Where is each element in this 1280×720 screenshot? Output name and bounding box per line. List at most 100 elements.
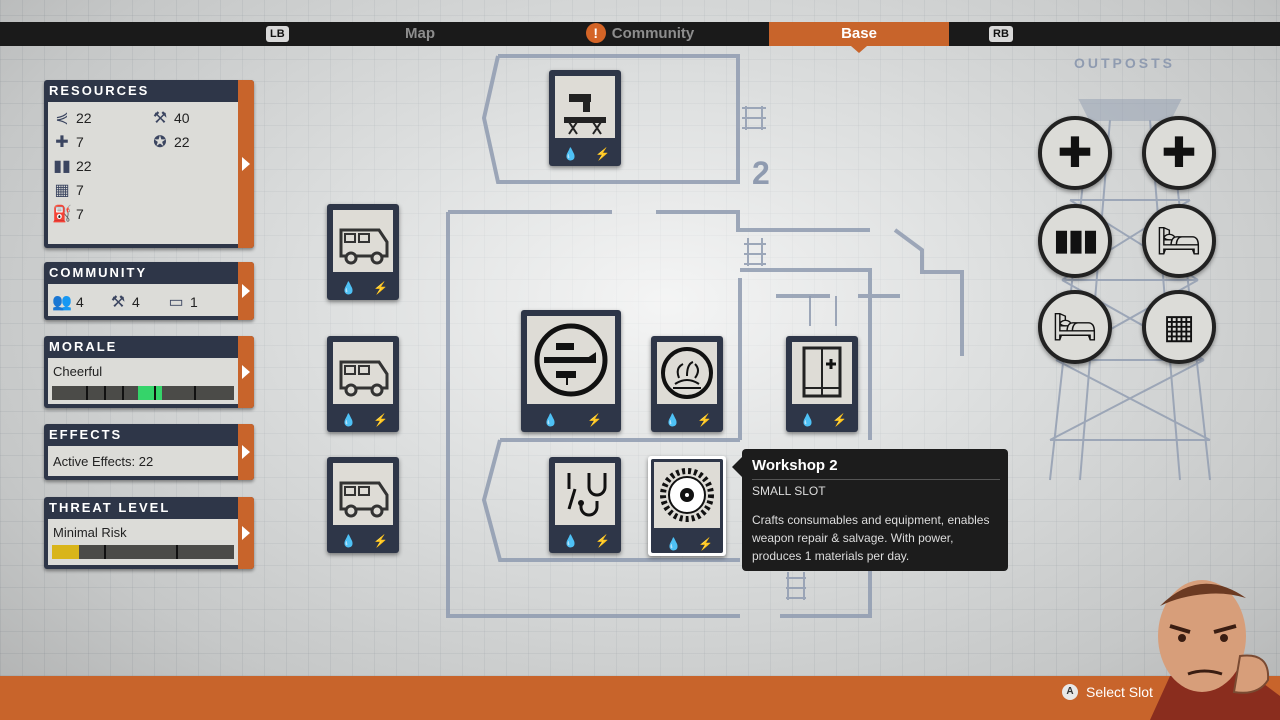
outpost-slot-medical-2[interactable]: ✚: [1142, 116, 1216, 190]
outpost-slot-bed-2[interactable]: 🛏: [1038, 290, 1112, 364]
lightning-icon: ⚡: [697, 413, 712, 427]
vehicle-icon: [333, 210, 393, 272]
lightning-icon: ⚡: [595, 147, 610, 161]
threat-level-panel[interactable]: THREAT LEVEL Minimal Risk: [44, 497, 254, 569]
outpost-slot-bed-1[interactable]: 🛏: [1142, 204, 1216, 278]
community-panel[interactable]: COMMUNITY 👥4 ⚒4 ▭1: [44, 262, 254, 320]
survivor-portrait: [1150, 580, 1280, 720]
water-drop-icon: 💧: [800, 413, 815, 427]
morale-meter: [52, 386, 234, 400]
tab-community[interactable]: ! Community: [560, 22, 720, 46]
slot-workshop-selected[interactable]: 💧⚡: [648, 456, 726, 556]
armory-icon: [555, 76, 615, 138]
medicine-count: 7: [76, 134, 84, 150]
outpost-slot-materials[interactable]: ▦: [1142, 290, 1216, 364]
medicine-icon: ✚: [55, 134, 69, 151]
ammo-icon: ▮▮▮: [1053, 224, 1099, 257]
effects-expand-arrow-icon[interactable]: [238, 424, 254, 480]
water-drop-icon: 💧: [341, 413, 356, 427]
top-tab-bar: LB Map ! Community Base RB: [0, 22, 1280, 53]
community-body: 👥4 ⚒4 ▭1: [48, 284, 238, 316]
construction-icon: ⚒: [152, 110, 168, 127]
materials-icon: ▦: [54, 182, 70, 199]
materials-count: 7: [76, 182, 84, 198]
effects-body: Active Effects: 22: [48, 446, 238, 476]
ammo-icon: ▮▮: [53, 158, 71, 175]
effects-panel[interactable]: EFFECTS Active Effects: 22: [44, 424, 254, 480]
materials-icon: ▦: [1162, 308, 1196, 346]
slot-parking-3[interactable]: 💧⚡: [327, 457, 399, 553]
water-drop-icon: 💧: [563, 534, 578, 548]
influence-icon: ✪: [153, 134, 167, 151]
threat-title: THREAT LEVEL: [49, 500, 171, 515]
tooltip-title: Workshop 2: [752, 457, 838, 474]
threat-meter: [52, 545, 234, 559]
slot-garden[interactable]: 💧⚡: [651, 336, 723, 432]
beds-count: 1: [190, 294, 198, 310]
vehicle-icon: [333, 342, 393, 404]
threat-expand-arrow-icon[interactable]: [238, 497, 254, 569]
weapons-icon: [527, 316, 615, 404]
water-drop-icon: 💧: [341, 534, 356, 548]
slot-parking-2[interactable]: 💧⚡: [327, 336, 399, 432]
influence-count: 22: [174, 134, 190, 150]
tooltip-description: Crafts consumables and equipment, enable…: [752, 513, 990, 563]
survivors-count: 4: [76, 294, 84, 310]
lightning-icon: ⚡: [587, 413, 602, 427]
morale-panel[interactable]: MORALE Cheerful: [44, 336, 254, 408]
lightning-icon: ⚡: [832, 413, 847, 427]
resources-panel[interactable]: RESOURCES ⋞22 ✚7 ▮▮22 ▦7 ⛽7 ⚒40 ✪22: [44, 80, 254, 248]
garden-icon: [657, 342, 717, 404]
morale-body: Cheerful: [48, 358, 238, 404]
lightning-icon: ⚡: [373, 534, 388, 548]
community-title: COMMUNITY: [49, 265, 148, 280]
select-slot-label[interactable]: Select Slot: [1086, 684, 1153, 700]
threat-body: Minimal Risk: [48, 519, 238, 565]
tab-base[interactable]: Base: [769, 22, 949, 53]
water-drop-icon: 💧: [665, 413, 680, 427]
slot-armory[interactable]: 💧⚡: [549, 70, 621, 166]
water-drop-icon: 💧: [563, 147, 578, 161]
construction-count: 40: [174, 110, 190, 126]
slot-parking-1[interactable]: 💧⚡: [327, 204, 399, 300]
saw-blade-icon: [654, 462, 720, 528]
floor-number: 2: [752, 155, 770, 191]
alert-icon: !: [585, 22, 606, 43]
morale-status: Cheerful: [53, 364, 103, 379]
water-drop-icon: 💧: [666, 537, 681, 551]
workers-count: 4: [132, 294, 140, 310]
active-effects-text: Active Effects: 22: [53, 454, 154, 469]
water-drop-icon: 💧: [341, 281, 356, 295]
medical-cabinet-icon: [792, 342, 852, 404]
slot-infirmary[interactable]: 💧⚡: [549, 457, 621, 553]
lightning-icon: ⚡: [373, 413, 388, 427]
food-count: 22: [76, 110, 92, 126]
resources-body: ⋞22 ✚7 ▮▮22 ▦7 ⛽7 ⚒40 ✪22: [48, 102, 238, 244]
lb-button-hint[interactable]: LB: [266, 26, 289, 42]
slot-large-weapons[interactable]: 💧⚡: [521, 310, 621, 432]
lightning-icon: ⚡: [373, 281, 388, 295]
tab-community-label: Community: [611, 25, 695, 42]
morale-expand-arrow-icon[interactable]: [238, 336, 254, 408]
bed-icon: 🛏: [1052, 306, 1098, 347]
ammo-count: 22: [76, 158, 92, 174]
outpost-slot-medical-1[interactable]: ✚: [1038, 116, 1112, 190]
rb-button-hint[interactable]: RB: [989, 26, 1013, 42]
a-button-icon: A: [1062, 684, 1078, 700]
bed-icon: ▭: [168, 294, 184, 311]
effects-title: EFFECTS: [49, 427, 123, 442]
food-icon: ⋞: [55, 110, 69, 127]
morale-title: MORALE: [49, 339, 118, 354]
bed-icon: 🛏: [1156, 220, 1202, 261]
resources-expand-arrow-icon[interactable]: [238, 80, 254, 248]
community-expand-arrow-icon[interactable]: [238, 262, 254, 320]
lightning-icon: ⚡: [698, 537, 713, 551]
lightning-icon: ⚡: [595, 534, 610, 548]
slot-tooltip: Workshop 2 SMALL SLOT Crafts consumables…: [732, 449, 1008, 571]
tooltip-subtitle: SMALL SLOT: [752, 484, 826, 498]
outpost-slot-ammo[interactable]: ▮▮▮: [1038, 204, 1112, 278]
slot-medical-storage[interactable]: 💧⚡: [786, 336, 858, 432]
stethoscope-icon: [555, 463, 615, 525]
worker-icon: ⚒: [110, 294, 126, 311]
tab-map[interactable]: Map: [405, 25, 435, 42]
